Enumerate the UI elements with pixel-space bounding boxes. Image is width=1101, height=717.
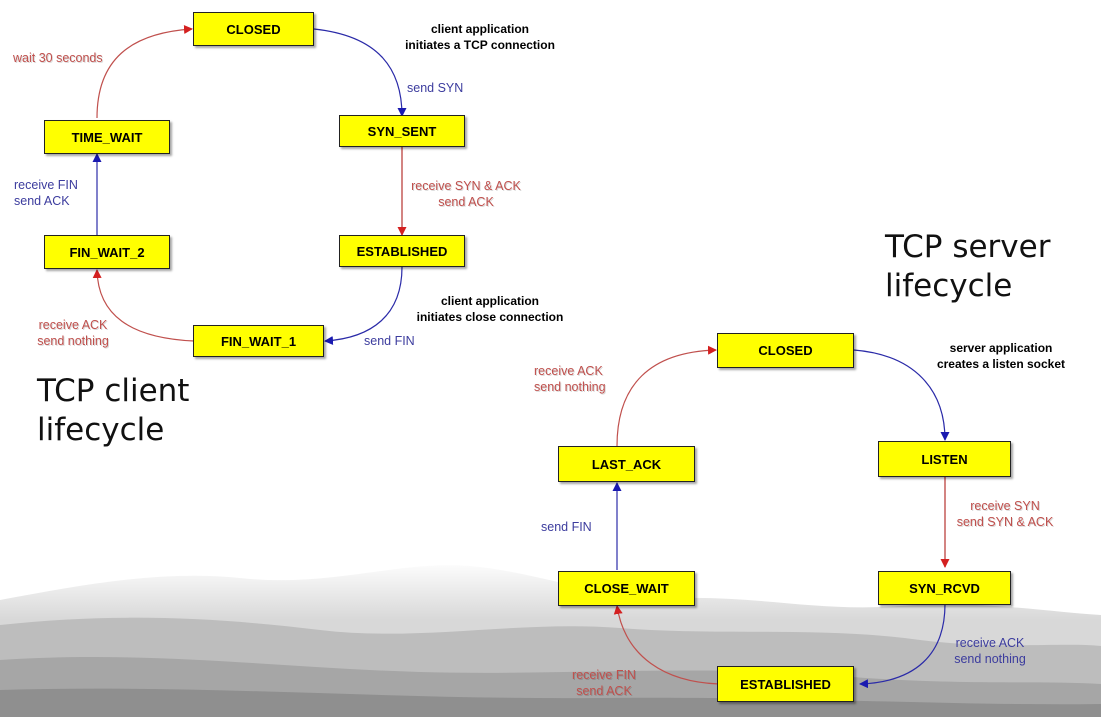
- client-state-time-wait: TIME_WAIT: [44, 120, 170, 154]
- server-title-line2: lifecycle: [885, 268, 1013, 304]
- arrow-established-to-fin-wait-1: [324, 266, 403, 345]
- server-title-line1: TCP server: [885, 229, 1051, 265]
- arrow-server-closed-to-listen: [853, 349, 950, 441]
- server-label-recv-syn-line2: send SYN & ACK: [956, 515, 1054, 529]
- client-label-recv-ack-line1: receive ACK: [38, 318, 108, 332]
- server-label-recv-ack-line1: receive ACK: [955, 636, 1025, 650]
- client-label-recv-ack: receive ACK send nothing: [28, 317, 118, 349]
- client-note-initiate-line2: initiates a TCP connection: [405, 38, 555, 52]
- server-state-closed: CLOSED: [717, 333, 854, 368]
- server-label-recv-ack-line2: send nothing: [954, 652, 1026, 666]
- arrow-fin-wait-1-to-fin-wait-2: [92, 269, 195, 342]
- client-title: TCP client lifecycle: [37, 372, 189, 450]
- server-state-close-wait: CLOSE_WAIT: [558, 571, 695, 606]
- server-title: TCP server lifecycle: [885, 228, 1050, 306]
- server-label-recv-fin: receive FIN send ACK: [560, 667, 648, 699]
- client-label-recv-fin: receive FIN send ACK: [14, 177, 78, 209]
- server-label-recv-fin-line1: receive FIN: [572, 668, 636, 682]
- client-label-recv-synack-line2: send ACK: [438, 195, 494, 209]
- client-note-initiate-line1: client application: [430, 22, 529, 36]
- client-note-initiate: client application initiates a TCP conne…: [380, 21, 580, 53]
- arrow-syn-rcvd-to-established: [859, 603, 946, 689]
- arrow-time-wait-to-closed: [96, 25, 193, 119]
- server-label-recv-ack: receive ACK send nothing: [940, 635, 1040, 667]
- server-note-listen-line2: creates a listen socket: [936, 357, 1066, 371]
- client-label-send-fin: send FIN: [364, 334, 415, 348]
- server-label-recv-syn: receive SYN send SYN & ACK: [945, 498, 1065, 530]
- client-note-close-line2: initiates close connection: [416, 310, 564, 324]
- client-state-syn-sent: SYN_SENT: [339, 115, 465, 147]
- client-title-line2: lifecycle: [37, 412, 165, 448]
- client-label-wait: wait 30 seconds: [13, 51, 103, 65]
- client-label-recv-fin-line1: receive FIN: [14, 178, 78, 192]
- server-state-listen: LISTEN: [878, 441, 1011, 477]
- client-note-close: client application initiates close conne…: [400, 293, 580, 325]
- arrow-closed-to-syn-sent: [313, 28, 407, 117]
- client-label-recv-ack-line2: send nothing: [37, 334, 109, 348]
- client-state-fin-wait-1: FIN_WAIT_1: [193, 325, 324, 357]
- server-label-last-recv-ack: receive ACK send nothing: [534, 363, 606, 395]
- server-state-established: ESTABLISHED: [717, 666, 854, 702]
- client-label-send-syn: send SYN: [407, 81, 464, 95]
- client-label-recv-synack: receive SYN & ACK send ACK: [400, 178, 532, 210]
- server-label-send-fin: send FIN: [541, 520, 592, 534]
- server-note-listen: server application creates a listen sock…: [916, 340, 1086, 372]
- client-title-line1: TCP client: [37, 373, 190, 409]
- server-note-listen-line1: server application: [949, 341, 1053, 355]
- server-label-recv-syn-line1: receive SYN: [970, 499, 1040, 513]
- client-label-recv-synack-line1: receive SYN & ACK: [411, 179, 521, 193]
- arrow-established-to-close-wait: [613, 605, 720, 685]
- arrow-last-ack-to-closed: [616, 345, 717, 447]
- client-state-closed: CLOSED: [193, 12, 314, 46]
- client-label-recv-fin-line2: send ACK: [14, 194, 70, 208]
- server-label-recv-fin-line2: send ACK: [576, 684, 632, 698]
- client-note-close-line1: client application: [440, 294, 539, 308]
- server-label-last-recv-ack-line2: send nothing: [534, 380, 606, 394]
- server-state-last-ack: LAST_ACK: [558, 446, 695, 482]
- client-state-fin-wait-2: FIN_WAIT_2: [44, 235, 170, 269]
- client-state-established: ESTABLISHED: [339, 235, 465, 267]
- server-label-last-recv-ack-line1: receive ACK: [534, 364, 603, 378]
- server-state-syn-rcvd: SYN_RCVD: [878, 571, 1011, 605]
